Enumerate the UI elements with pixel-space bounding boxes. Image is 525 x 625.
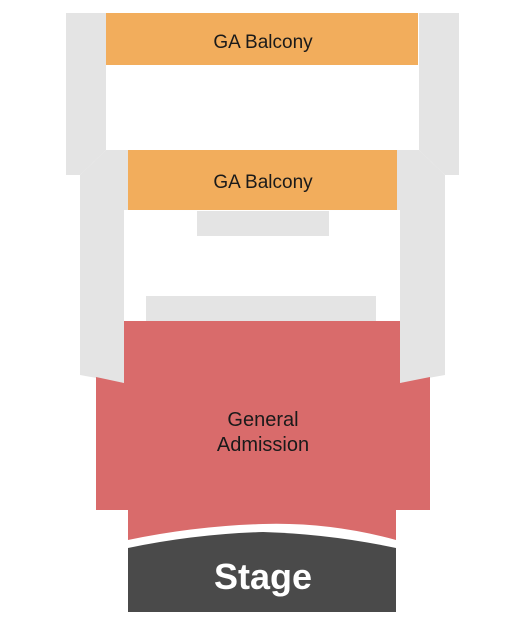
- right-upper-wall: [419, 13, 459, 175]
- ga-balcony-upper-area[interactable]: [106, 13, 418, 65]
- lower-riser-bar: [146, 296, 376, 321]
- stage-area: [128, 532, 396, 612]
- general-admission-area[interactable]: [96, 321, 430, 540]
- venue-structure: [66, 13, 459, 383]
- stage-label: Stage: [214, 556, 312, 597]
- general-admission-label-line1: General: [227, 409, 298, 431]
- mid-riser-bar: [197, 211, 329, 236]
- right-lower-wall: [397, 150, 445, 383]
- general-admission-label-line2: Admission: [217, 434, 309, 456]
- stage: Stage: [128, 532, 396, 612]
- left-upper-wall: [66, 13, 106, 175]
- section-ga-balcony-upper[interactable]: GA Balcony: [106, 13, 418, 65]
- left-lower-wall: [80, 150, 128, 383]
- ga-balcony-lower-area[interactable]: [128, 150, 397, 210]
- section-ga-balcony-lower[interactable]: GA Balcony: [128, 150, 397, 210]
- ga-balcony-upper-label: GA Balcony: [213, 32, 313, 53]
- section-general-admission[interactable]: General Admission: [96, 321, 430, 540]
- ga-balcony-lower-label: GA Balcony: [213, 172, 313, 193]
